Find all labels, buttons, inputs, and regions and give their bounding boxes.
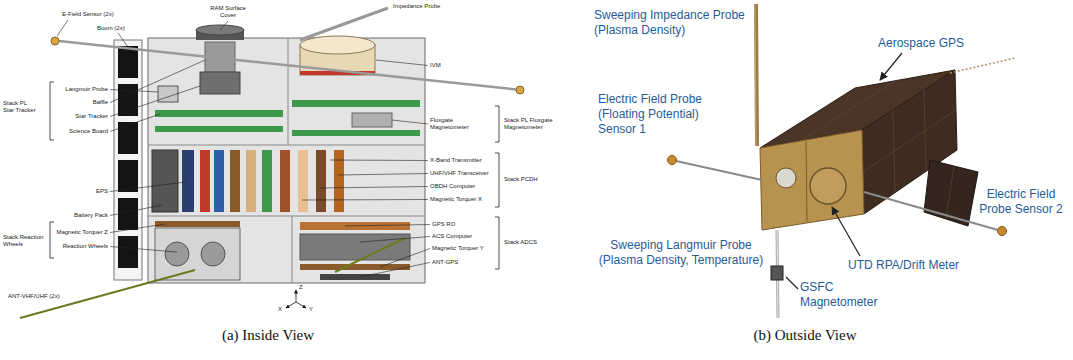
instrument-label: Sweeping Langmuir Probe (Plasma Density,… [595, 238, 767, 268]
part-label-box: EPS [8, 188, 108, 195]
instrument-label: Electric Field Probe Sensor 2 [975, 187, 1067, 217]
part-label-box: Science Board [8, 128, 108, 135]
part-label: ANT-VHF/UHF (2x) [8, 293, 108, 300]
part-label-box: Magnetic Torquer Z [8, 229, 108, 236]
part-label-box: ANT-VHF/UHF (2x) [8, 293, 108, 300]
axis-label: Z [299, 284, 309, 291]
part-label: EPS [8, 188, 108, 195]
instrument-label: UTD RPA/Drift Meter [848, 258, 978, 273]
instrument-label-box: GSFC Magnetometer [800, 280, 882, 310]
stack-label-box: Stack PL Star Tracker [3, 100, 38, 114]
side-panel [114, 40, 142, 280]
panel-caption-box: (b) Outside View [695, 326, 915, 344]
part-label: ANT-GPS [432, 259, 532, 266]
part-label-box: Star Tracker [8, 113, 108, 120]
stack-label: Stack ADCS [504, 239, 564, 246]
axis-triad [286, 290, 306, 308]
stack-label-box: Stack Reaction Wheels [3, 234, 46, 248]
part-label-box: ANT-GPS [432, 259, 532, 266]
stack-label: Stack Reaction Wheels [3, 234, 46, 248]
instrument-label-box: Sweeping Impedance Probe (Plasma Density… [594, 8, 750, 38]
part-label: RAM Surface Cover [206, 5, 250, 19]
part-label: Magnetic Torquer X [430, 196, 530, 203]
instrument-label-box: Electric Field Probe Sensor 2 [975, 187, 1067, 217]
part-label: Magnetic Torquer Y [432, 245, 532, 252]
part-label-box: E-Field Sensor (2x) [62, 11, 162, 18]
satellite-body [760, 70, 978, 230]
part-label-box: Magnetic Torquer X [430, 196, 530, 203]
part-label-box: IVM [430, 62, 530, 69]
axis-label: X [278, 306, 288, 313]
part-label-box: Boom (2x) [97, 25, 197, 32]
stack-label-box: Stack PCDH [504, 176, 564, 183]
part-label-box: Fluxgate Magnetometer [430, 117, 472, 131]
part-label: Fluxgate Magnetometer [430, 117, 472, 131]
part-label: IVM [430, 62, 530, 69]
part-label-box: Langmuir Probe [8, 86, 108, 93]
stack-label: Stack PL Fluxgate Magnetometer [504, 117, 556, 131]
part-label: X-Band Transmitter [430, 157, 530, 164]
part-label: Science Board [8, 128, 108, 135]
part-label-box: Battery Pack [8, 212, 108, 219]
instrument-label: Sweeping Impedance Probe (Plasma Density… [594, 8, 750, 38]
outside-probes [668, 4, 1016, 318]
panel-caption: (a) Inside View [158, 326, 378, 344]
instrument-label-box: Sweeping Langmuir Probe (Plasma Density,… [595, 238, 767, 268]
instrument-label: GSFC Magnetometer [800, 280, 882, 310]
axis-label-box: X [278, 306, 288, 313]
part-label-box: GPS RO [432, 221, 532, 228]
part-label-box: Magnetic Torquer Y [432, 245, 532, 252]
part-label: OBDH Computer [430, 183, 530, 190]
axis-label: Y [309, 306, 319, 313]
part-label: ACS Computer [432, 233, 532, 240]
instrument-label: Electric Field Probe (Floating Potential… [598, 92, 710, 137]
part-label-box: UHF/VHF Transceiver [430, 170, 530, 177]
stack-label-box: Stack PL Fluxgate Magnetometer [504, 117, 556, 131]
part-label-box: X-Band Transmitter [430, 157, 530, 164]
part-label-box: ACS Computer [432, 233, 532, 240]
part-label: Boom (2x) [97, 25, 197, 32]
stack-label-box: Stack ADCS [504, 239, 564, 246]
instrument-label-box: Electric Field Probe (Floating Potential… [598, 92, 710, 137]
instrument-label-box: UTD RPA/Drift Meter [848, 258, 978, 273]
part-label: E-Field Sensor (2x) [62, 11, 162, 18]
part-label: Star Tracker [8, 113, 108, 120]
part-label-box: Reaction Wheels [8, 243, 108, 250]
part-label-box: RAM Surface Cover [206, 5, 250, 19]
panel-caption-box: (a) Inside View [158, 326, 378, 344]
stack-label: Stack PL Star Tracker [3, 100, 38, 114]
pcdh-stack [152, 150, 344, 212]
part-label-box: OBDH Computer [430, 183, 530, 190]
pointer-arrows [786, 53, 902, 289]
axis-label-box: Z [299, 284, 309, 291]
part-label: Reaction Wheels [8, 243, 108, 250]
part-label: GPS RO [432, 221, 532, 228]
part-label: Impedance Probe [393, 3, 493, 10]
part-label: Battery Pack [8, 212, 108, 219]
part-label-box: Impedance Probe [393, 3, 493, 10]
part-label: Magnetic Torquer Z [8, 229, 108, 236]
leader-lines [57, 20, 430, 277]
part-label: UHF/VHF Transceiver [430, 170, 530, 177]
instrument-label-box: Aerospace GPS [878, 36, 998, 51]
stack-label: Stack PCDH [504, 176, 564, 183]
panel-caption: (b) Outside View [695, 326, 915, 344]
payload-star-tracker [155, 25, 283, 132]
instrument-label: Aerospace GPS [878, 36, 998, 51]
axis-label-box: Y [309, 306, 319, 313]
part-label: Langmuir Probe [8, 86, 108, 93]
